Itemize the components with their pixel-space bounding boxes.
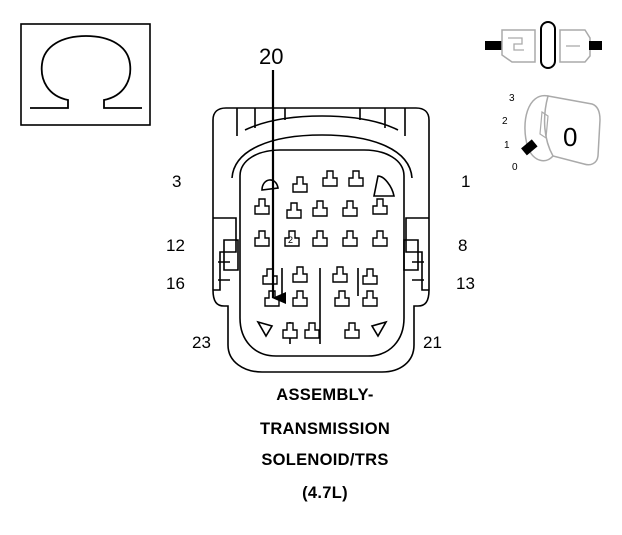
pin-label-12: 12 [166,236,185,255]
pin-label-1: 1 [461,172,470,191]
caption-line-1: ASSEMBLY- [276,386,374,404]
connector-body [212,107,430,373]
row-2 [254,198,388,219]
key-current-position: 0 [563,122,577,152]
key-position-3: 3 [509,93,515,104]
caption-line-2: TRANSMISSION [259,420,391,438]
disconnected-connector-icon [485,21,602,69]
terminal-cavities [254,170,388,339]
ohm-symbol-icon [20,23,151,126]
pin-label-21: 21 [423,333,442,352]
pin-label-13: 13 [456,274,475,293]
row-6 [282,322,360,339]
cavity-label-2: 2 [288,235,293,245]
pin-label-3: 3 [172,172,181,191]
key-position-1: 1 [504,140,510,151]
caption-line-4: (4.7L) [302,484,348,502]
pin-label-8: 8 [458,236,467,255]
callout-pin-20: 20 [259,44,283,69]
key-position-2: 2 [502,116,508,127]
key-position-0: 0 [512,162,518,173]
pin-label-23: 23 [192,333,211,352]
row-3 [254,230,388,247]
pin-label-16: 16 [166,274,185,293]
ignition-key-icon: 3 2 1 0 0 [502,93,601,173]
caption-line-3: SOLENOID/TRS [261,451,389,469]
row-1 [292,170,364,193]
